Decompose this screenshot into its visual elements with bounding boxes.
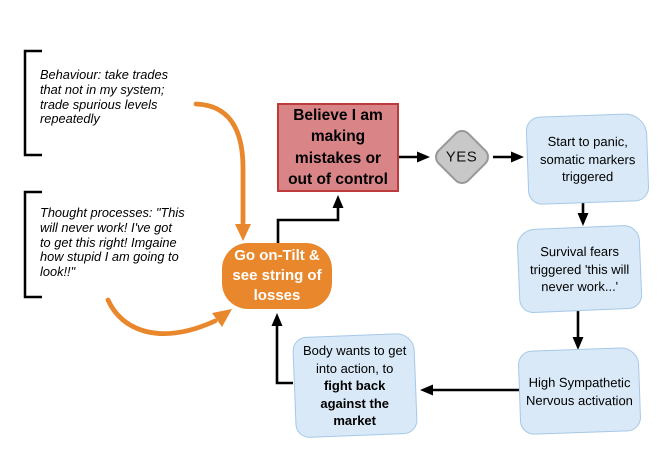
sympathetic-to-body-arrow xyxy=(420,384,519,396)
yes-to-panic-arrow xyxy=(493,151,524,163)
node-believe-mistakes: Believe I am making mistakes or out of c… xyxy=(277,103,399,192)
node-sympathetic-label: High Sympathetic Nervous activation xyxy=(525,374,633,408)
thoughts-note: Thought processes: "This will never work… xyxy=(40,205,185,280)
node-go-on-tilt: Go on-Tilt & see string of losses xyxy=(222,243,332,309)
node-sympathetic-activation: High Sympathetic Nervous activation xyxy=(517,346,642,436)
survival-to-sympathetic-arrow xyxy=(572,311,584,350)
behaviour-bracket xyxy=(23,49,42,157)
node-body-label-regular: Body wants to get into action, to xyxy=(303,342,407,376)
decision-label: YES xyxy=(446,148,478,166)
thoughts-bracket xyxy=(23,190,42,299)
node-body-label-bold: fight back against the market xyxy=(320,377,390,428)
node-believe-label: Believe I am making mistakes or out of c… xyxy=(288,106,388,189)
node-panic-label: Start to panic, somatic markers triggere… xyxy=(539,133,636,184)
node-survival-fears: Survival fears triggered 'this will neve… xyxy=(516,224,643,314)
node-survival-label: Survival fears triggered 'this will neve… xyxy=(529,243,630,294)
node-body-label: Body wants to get into action, to fight … xyxy=(303,342,406,430)
behaviour-note: Behaviour: take trades that not in my sy… xyxy=(40,67,169,127)
node-start-to-panic: Start to panic, somatic markers triggere… xyxy=(525,112,650,206)
believe-to-yes-arrow xyxy=(399,151,430,163)
node-tilt-label: Go on-Tilt & see string of losses xyxy=(232,247,322,304)
thoughts-to-tilt-arrow xyxy=(105,297,232,336)
body-to-tilt-arrow xyxy=(271,313,293,385)
panic-to-survival-arrow xyxy=(577,203,589,226)
tilt-to-believe-arrow xyxy=(276,195,344,243)
behaviour-to-tilt-arrow xyxy=(193,101,251,241)
node-body-fight-back: Body wants to get into action, to fight … xyxy=(292,332,418,439)
